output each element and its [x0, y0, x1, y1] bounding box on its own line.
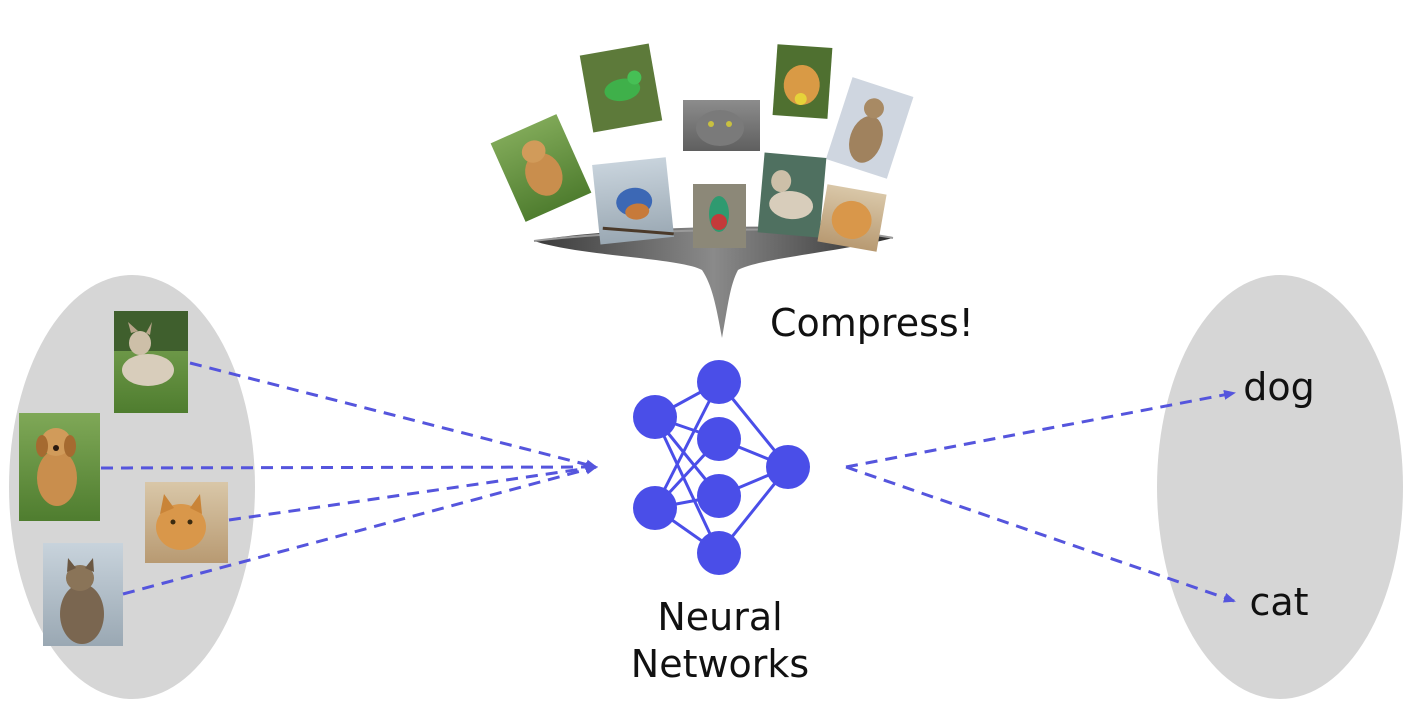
- network-node: [697, 360, 741, 404]
- network-nodes: [633, 360, 810, 575]
- dog-photo: [19, 413, 100, 521]
- output-arrows: [845, 389, 1236, 603]
- cat-photo: [145, 482, 228, 563]
- output-set-ellipse: [1157, 275, 1403, 699]
- bird-photo: [592, 157, 675, 245]
- network-node: [697, 474, 741, 518]
- cat-photo: [825, 77, 914, 179]
- dog-photo: [114, 311, 188, 413]
- neural-network-icon: [633, 360, 810, 575]
- network-node: [766, 445, 810, 489]
- input-arrow: [122, 464, 598, 596]
- dog-photo: [772, 44, 833, 119]
- network-node: [697, 417, 741, 461]
- network-node: [633, 395, 677, 439]
- cat-photo: [43, 543, 123, 646]
- compress-label: Compress!: [770, 301, 974, 345]
- bird-photo: [693, 184, 746, 248]
- network-node: [633, 486, 677, 530]
- input-arrows: [100, 361, 598, 596]
- network-edge: [653, 416, 721, 554]
- input-arrow: [228, 463, 598, 522]
- network-node: [697, 531, 741, 575]
- output-arrow: [845, 465, 1236, 603]
- output-arrow: [845, 389, 1236, 469]
- cat-photo: [683, 100, 760, 151]
- dog-photo: [757, 152, 827, 238]
- network-label-line1: Neural: [657, 595, 782, 639]
- output-label-dog: dog: [1243, 365, 1315, 409]
- network-label-line2: Networks: [631, 642, 809, 686]
- input-arrow: [189, 361, 598, 470]
- cat-photo: [817, 184, 887, 252]
- dog-photo: [490, 114, 592, 222]
- output-label-cat: cat: [1249, 580, 1308, 624]
- input-arrow: [100, 462, 598, 473]
- bird-photo: [579, 43, 663, 133]
- network-edge: [653, 381, 721, 509]
